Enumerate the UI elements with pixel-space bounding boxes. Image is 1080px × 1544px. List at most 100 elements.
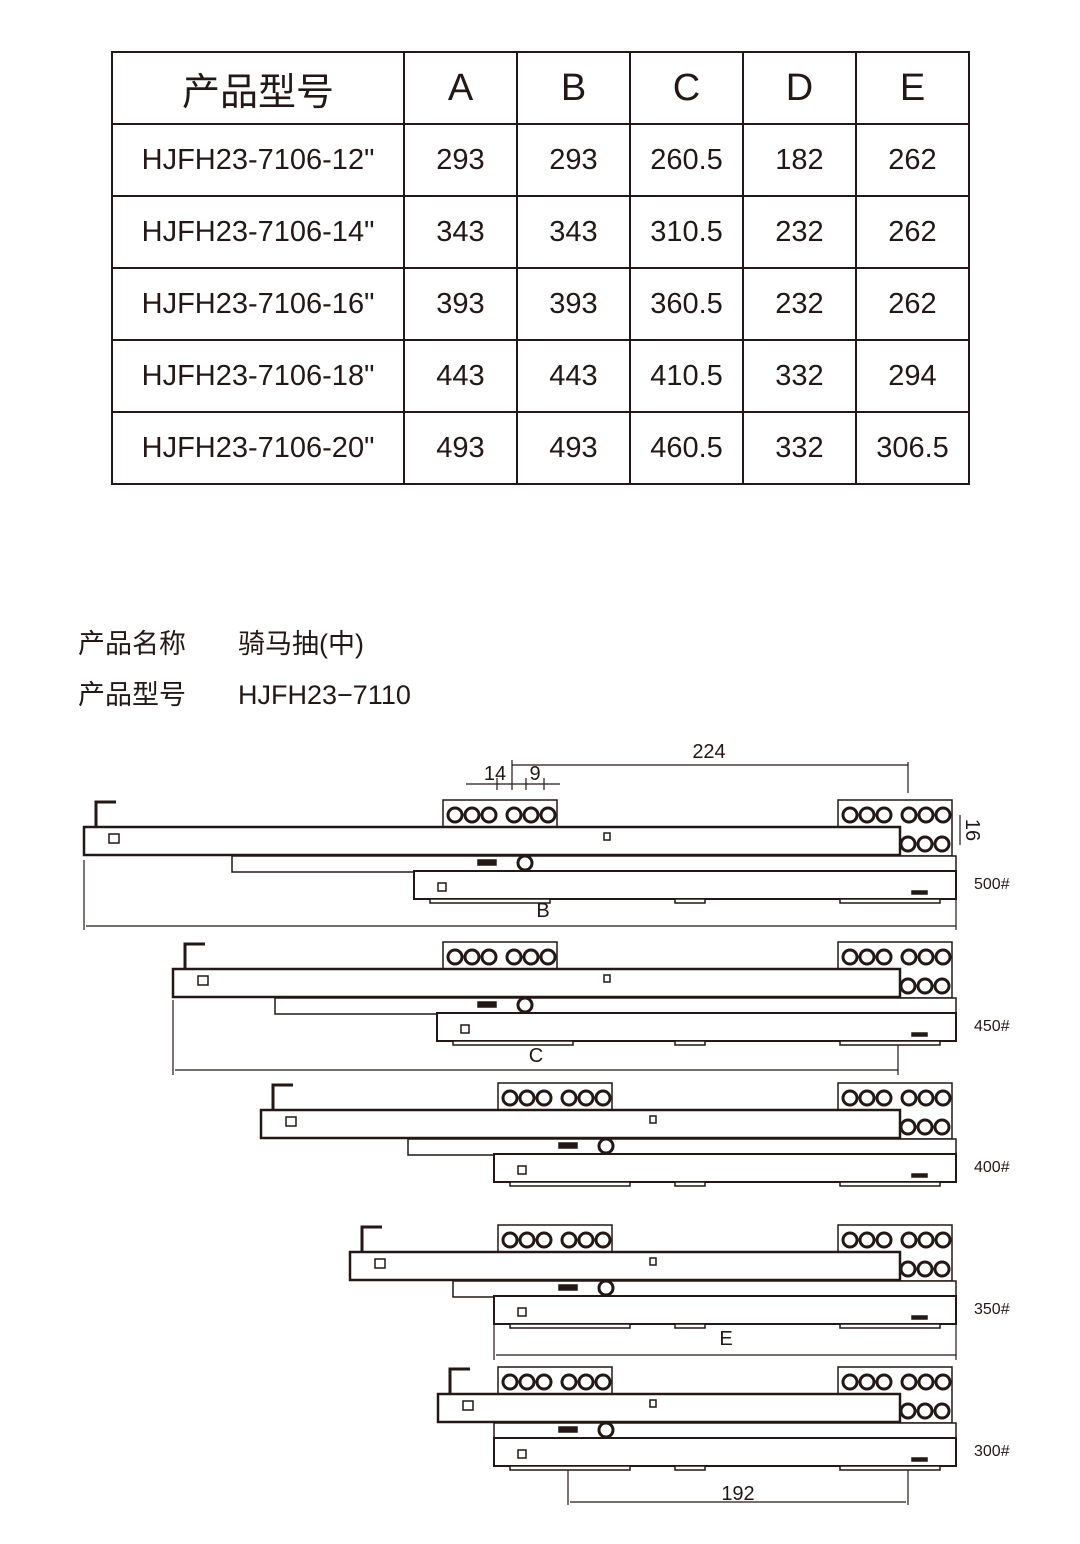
header-c: C <box>629 51 744 125</box>
mounting-hole <box>841 1373 859 1391</box>
marking <box>477 1001 497 1008</box>
cell-value: 332 <box>742 339 857 413</box>
marking <box>911 1173 928 1178</box>
cell-value: 232 <box>742 195 857 269</box>
foot <box>839 1181 941 1187</box>
cell-value: 294 <box>855 339 970 413</box>
rail-slot <box>437 882 447 892</box>
mounting-hole <box>480 948 498 966</box>
header-model: 产品型号 <box>111 51 405 125</box>
rail-slot <box>649 1257 657 1266</box>
cell-value: 310.5 <box>629 195 744 269</box>
foot <box>429 898 551 904</box>
marking <box>477 859 497 866</box>
foot <box>674 1323 706 1329</box>
cell-value: 182 <box>742 123 857 197</box>
cell-value: 360.5 <box>629 267 744 341</box>
outer-rail <box>348 1250 902 1282</box>
mounting-hole <box>933 1402 951 1420</box>
rail-slot <box>517 1449 527 1459</box>
foot <box>452 1040 574 1046</box>
foot <box>509 1181 631 1187</box>
dimension-lines <box>83 760 961 1505</box>
rail-slot <box>462 1400 474 1411</box>
mounting-hole <box>841 806 859 824</box>
gear-icon <box>597 1279 615 1297</box>
mounting-hole <box>535 1089 553 1107</box>
header-a: A <box>403 51 518 125</box>
rail-slot <box>108 833 120 844</box>
middle-rail <box>407 1138 957 1156</box>
mounting-hole <box>535 1373 553 1391</box>
mounting-hole <box>933 1118 951 1136</box>
slide-size-label: 300# <box>974 1443 1010 1460</box>
marking <box>911 890 928 895</box>
cell-value: 343 <box>403 195 518 269</box>
mounting-hole <box>577 1231 595 1249</box>
mounting-hole <box>463 948 481 966</box>
rail-slot <box>649 1115 657 1124</box>
cell-value: 493 <box>516 411 631 485</box>
dim-16: 16 <box>961 819 983 841</box>
mounting-hole <box>875 1231 893 1249</box>
rail-slot <box>603 832 611 841</box>
product-name-label: 产品名称 <box>78 629 186 659</box>
foot <box>839 898 941 904</box>
gear-icon <box>597 1137 615 1155</box>
mounting-hole <box>858 948 876 966</box>
slide-size-label: 500# <box>974 876 1010 893</box>
rail-slot <box>603 974 611 983</box>
marking <box>558 1426 578 1433</box>
cell-model: HJFH23-7106-12" <box>111 123 405 197</box>
drawer-slide: 500# <box>82 799 1010 904</box>
mounting-hole <box>505 806 523 824</box>
middle-rail <box>231 855 957 873</box>
mounting-hole <box>446 806 464 824</box>
cell-value: 443 <box>403 339 518 413</box>
dim-e: E <box>719 1328 732 1350</box>
middle-rail <box>274 997 957 1015</box>
inner-rail <box>413 870 957 900</box>
header-e: E <box>855 51 970 125</box>
mounting-hole <box>900 1089 918 1107</box>
cell-value: 460.5 <box>629 411 744 485</box>
cell-model: HJFH23-7106-20" <box>111 411 405 485</box>
foot <box>674 898 706 904</box>
mounting-hole <box>917 806 935 824</box>
mounting-hole <box>934 806 952 824</box>
cell-value: 260.5 <box>629 123 744 197</box>
mounting-hole <box>916 835 934 853</box>
drawer-slide: 400# <box>259 1082 1010 1187</box>
dim-192: 192 <box>721 1483 754 1505</box>
mounting-hole <box>594 1373 612 1391</box>
cell-value: 293 <box>516 123 631 197</box>
rail-slot <box>517 1165 527 1175</box>
mounting-hole <box>916 1260 934 1278</box>
mounting-hole <box>916 1118 934 1136</box>
mounting-hole <box>577 1089 595 1107</box>
inner-rail <box>436 1012 957 1042</box>
mounting-hole <box>900 806 918 824</box>
product-name-row: 产品名称骑马抽(中) <box>78 622 364 661</box>
mounting-hole <box>560 1231 578 1249</box>
mounting-hole <box>463 806 481 824</box>
mounting-hole <box>501 1231 519 1249</box>
gear-icon <box>516 854 534 872</box>
mounting-hole <box>900 1373 918 1391</box>
mounting-hole <box>518 1373 536 1391</box>
foot <box>674 1465 706 1471</box>
inner-rail <box>493 1295 957 1325</box>
hook <box>183 942 205 969</box>
mounting-hole <box>858 1231 876 1249</box>
mounting-hole <box>594 1089 612 1107</box>
cell-value: 493 <box>403 411 518 485</box>
mounting-hole <box>858 1089 876 1107</box>
dim-b: B <box>536 900 549 922</box>
slide-size-label: 350# <box>974 1301 1010 1318</box>
mounting-hole <box>934 948 952 966</box>
mounting-hole <box>841 948 859 966</box>
rail-slot <box>197 975 209 986</box>
